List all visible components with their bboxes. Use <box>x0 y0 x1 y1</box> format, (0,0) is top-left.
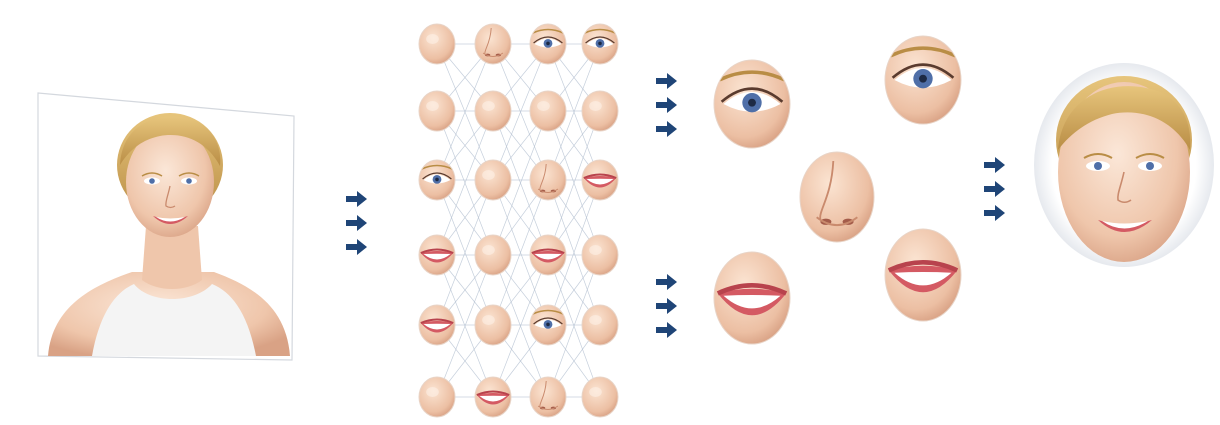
face-patch-thumbnail <box>419 377 455 417</box>
face-patch-thumbnail <box>475 91 511 131</box>
feature-mouth <box>885 229 961 321</box>
right-arrow-icon <box>656 298 677 314</box>
face-patch-thumbnail <box>419 91 455 131</box>
face-patch-thumbnail <box>419 160 455 200</box>
face-patch-thumbnail <box>530 24 566 64</box>
arrows-to-mouth-features <box>656 274 677 338</box>
right-arrow-icon <box>656 322 677 338</box>
face-patch-thumbnail <box>475 305 511 345</box>
face-patch-thumbnail <box>530 160 566 200</box>
face-patch-thumbnail <box>582 235 618 275</box>
right-arrow-icon <box>984 205 1005 221</box>
face-patch-thumbnail <box>582 91 618 131</box>
face-patch-thumbnail <box>530 305 566 345</box>
right-arrow-icon <box>656 73 677 89</box>
face-patch-thumbnail <box>419 235 455 275</box>
right-arrow-icon <box>656 274 677 290</box>
face-patch-thumbnail <box>582 160 618 200</box>
face-patch-thumbnail <box>530 235 566 275</box>
right-arrow-icon <box>656 121 677 137</box>
face-patch-thumbnail <box>475 160 511 200</box>
face-patch-thumbnail <box>582 377 618 417</box>
arrows-to-output-face <box>984 157 1005 221</box>
face-patch-thumbnail <box>419 24 455 64</box>
face-patch-thumbnail <box>419 305 455 345</box>
input-photo <box>38 93 294 360</box>
output-face <box>1034 63 1214 267</box>
right-arrow-icon <box>656 97 677 113</box>
patch-network <box>419 24 618 417</box>
right-arrow-icon <box>984 181 1005 197</box>
right-arrow-icon <box>346 191 367 207</box>
extracted-features <box>714 36 961 344</box>
feature-eye <box>714 60 790 148</box>
network-connections <box>437 44 600 397</box>
right-arrow-icon <box>346 239 367 255</box>
face-patch-thumbnail <box>582 305 618 345</box>
feature-eye <box>885 36 961 124</box>
right-arrow-icon <box>984 157 1005 173</box>
arrows-to-eye-features <box>656 73 677 137</box>
output-portrait <box>1056 76 1192 262</box>
feature-nose <box>800 152 874 242</box>
face-patch-thumbnail <box>475 235 511 275</box>
face-patch-thumbnail <box>475 24 511 64</box>
right-arrow-icon <box>346 215 367 231</box>
face-patch-thumbnail <box>530 377 566 417</box>
face-patch-thumbnail <box>582 24 618 64</box>
face-patch-thumbnail <box>475 377 511 417</box>
feature-mouth <box>714 252 790 344</box>
face-patch-thumbnail <box>530 91 566 131</box>
arrows-to-network <box>346 191 367 255</box>
